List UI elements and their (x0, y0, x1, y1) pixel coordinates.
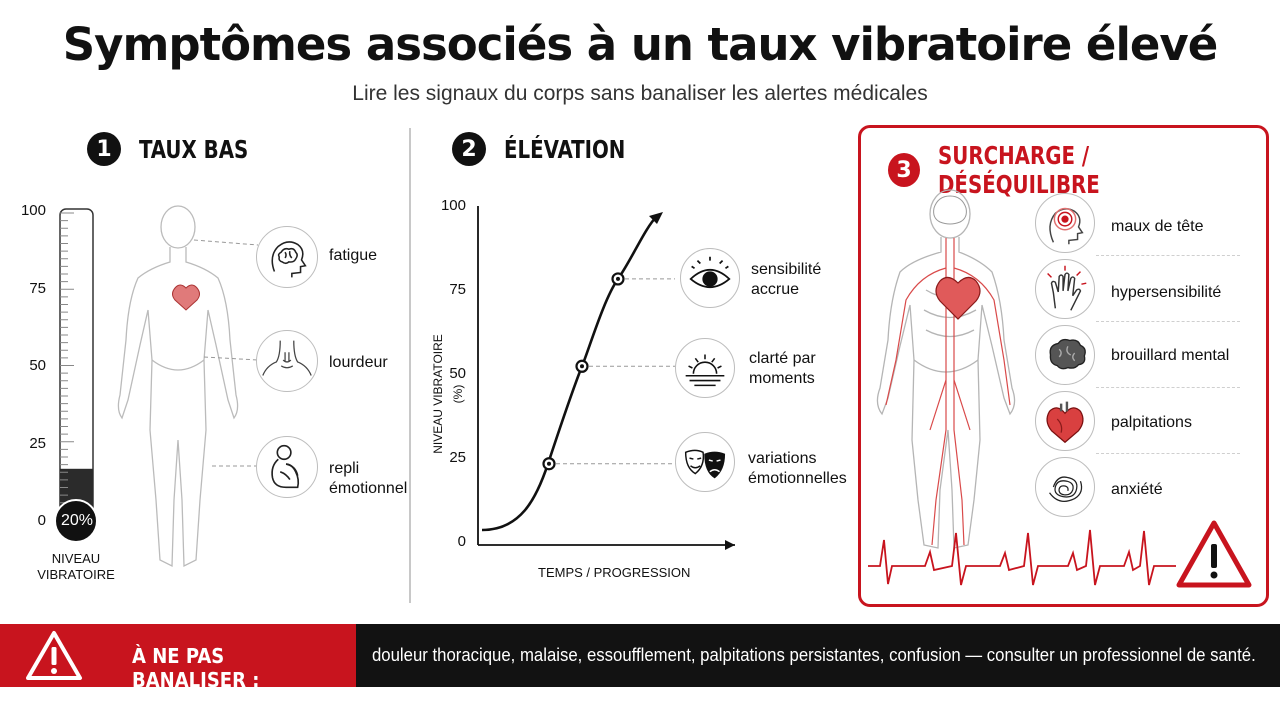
section-divider (409, 128, 411, 603)
section-overload-title: SURCHARGE / DÉSÉQUILIBRE (938, 141, 1100, 199)
symptom-label-sensitivity-line2: accrue (751, 281, 800, 298)
curled-person-icon (256, 436, 318, 498)
symptom-separator (1096, 255, 1240, 256)
gauge-caption-line2: VIBRATOIRE (37, 567, 115, 582)
symptom-separator (1096, 321, 1240, 322)
symptom-label-fatigue: fatigue (329, 247, 378, 264)
section-rise-number: 2 (452, 132, 486, 166)
ecg-line (868, 529, 1176, 586)
chart-point-center (616, 276, 620, 281)
symptom-label-withdrawal: repli émotionnel (329, 459, 407, 499)
sunrise-icon (675, 338, 735, 398)
heart-icon (935, 276, 981, 320)
chart-y-tick: 75 (449, 281, 466, 298)
brain-head-icon (256, 226, 318, 288)
symptom-separator (1096, 453, 1240, 454)
warning-banner-label: À NE PAS BANALISER : (132, 644, 260, 692)
neck-shoulders-icon (256, 330, 318, 392)
symptom-label-sensitivity-line1: sensibilité (751, 261, 822, 278)
chart-y-tick: 0 (457, 533, 466, 550)
symptom-label-clarity-line1: clarté par (749, 350, 816, 367)
gauge-bulb (54, 499, 98, 543)
gauge-tick-label: 50 (29, 357, 46, 374)
gauge-tick-label: 25 (29, 435, 46, 452)
chart-x-axis-arrow (725, 540, 735, 550)
symptom-label-heaviness: lourdeur (329, 354, 388, 371)
symptom-label-brain-fog: brouillard mental (1111, 347, 1230, 364)
chart-y-tick: 100 (440, 197, 466, 214)
heart-icon (172, 284, 200, 311)
symptom-label-headache: maux de tête (1111, 218, 1204, 235)
section-low-number: 1 (87, 132, 121, 166)
symptom-label-clarity-line2: moments (749, 370, 815, 387)
gauge-value: 20% (60, 512, 94, 529)
brain-outline (933, 195, 967, 225)
symptom-label-anxiety: anxiété (1111, 481, 1163, 498)
section-overload-header: 3 SURCHARGE / DÉSÉQUILIBRE (888, 141, 1280, 199)
warning-triangle-icon (26, 631, 82, 680)
page-subtitle: Lire les signaux du corps sans banaliser… (352, 82, 928, 105)
symptom-label-clarity: clarté par moments (749, 349, 816, 389)
page-title: Symptômes associés à un taux vibratoire … (62, 18, 1219, 71)
chart-curve-arrowhead (649, 212, 663, 224)
gauge-tick-label: 100 (20, 202, 46, 219)
symptom-label-sensitivity: sensibilité accrue (751, 260, 821, 300)
section-low-title: TAUX BAS (139, 134, 249, 164)
gauge-caption-line1: NIVEAU (51, 551, 101, 566)
symptom-label-variations: variations émotionnelles (748, 449, 847, 489)
gauge-tick-label: 0 (37, 512, 46, 529)
symptom-label-variations-line1: variations (748, 450, 817, 467)
hand-sensitivity-icon (1035, 259, 1095, 319)
section-rise-title: ÉLÉVATION (504, 134, 626, 164)
chart-x-axis-label: TEMPS / PROGRESSION (538, 565, 691, 580)
chart-point-center (580, 364, 584, 369)
symptom-label-withdrawal-line2: émotionnel (329, 480, 408, 497)
gauge-tick-label: 75 (29, 280, 46, 297)
section-overload-number: 3 (888, 153, 920, 187)
symptom-label-palpitations: palpitations (1111, 414, 1192, 431)
eye-icon (680, 248, 740, 308)
warning-triangle-icon (1176, 520, 1252, 588)
warning-banner-text-area: douleur thoracique, malaise, essouffleme… (356, 624, 1280, 687)
warning-banner: À NE PAS BANALISER : douleur thoracique,… (0, 624, 1280, 692)
chart-point-center (547, 461, 551, 466)
scribble-anxiety-icon (1035, 457, 1095, 517)
brain-fog-icon (1035, 325, 1095, 385)
chart-y-tick: 50 (449, 365, 466, 382)
section-low-header: 1 TAUX BAS (87, 132, 263, 166)
warning-banner-label-area: À NE PAS BANALISER : (0, 624, 356, 692)
symptom-label-variations-line2: émotionnelles (748, 470, 847, 487)
symptom-separator (1096, 387, 1240, 388)
symptom-label-hypersensitivity: hypersensibilité (1111, 284, 1222, 301)
heart-icon (1035, 391, 1095, 451)
section-rise-header: 2 ÉLÉVATION (452, 132, 642, 166)
warning-banner-text: douleur thoracique, malaise, essouffleme… (372, 645, 1256, 665)
headache-icon (1035, 193, 1095, 253)
blood-vessels (885, 238, 1011, 546)
gauge-caption: NIVEAU VIBRATOIRE (30, 551, 122, 583)
chart-y-tick: 25 (449, 449, 466, 466)
theater-masks-icon (675, 432, 735, 492)
symptom-label-withdrawal-line1: repli (329, 460, 360, 477)
